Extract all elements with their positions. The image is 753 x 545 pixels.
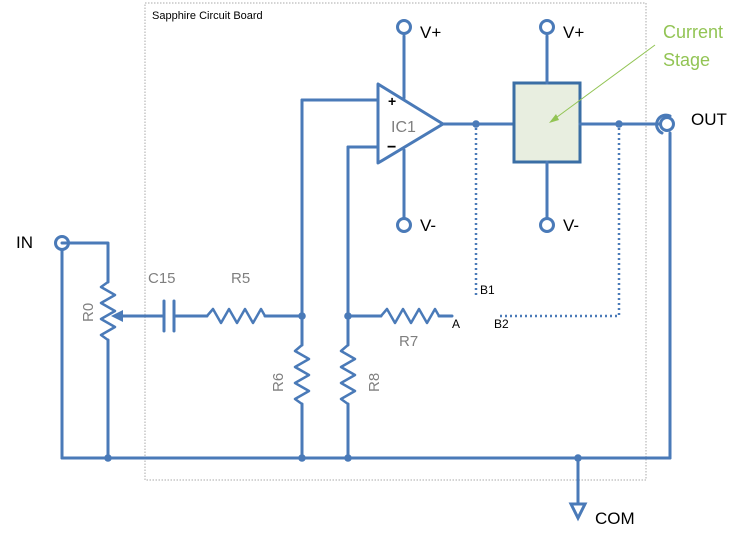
test-point-a-label: A: [452, 317, 460, 331]
stage-vplus-label: V+: [563, 23, 584, 42]
output-terminal: [659, 116, 675, 132]
opamp-label: IC1: [391, 119, 416, 136]
opamp-vplus-terminal: [396, 19, 412, 35]
r5-resistor: [205, 307, 267, 325]
ground-junction-r0: [104, 454, 112, 462]
r8-label: R8: [366, 373, 383, 392]
board-title: Sapphire Circuit Board: [152, 10, 263, 22]
opamp-plus-sign: +: [388, 93, 396, 109]
in-to-r0-wire: [60, 241, 110, 284]
r6-label: R6: [270, 373, 287, 392]
junction-r7-r8: [344, 312, 352, 320]
r6-resistor: [293, 343, 311, 406]
junction-b2: [615, 120, 623, 128]
output-label: OUT: [691, 110, 727, 129]
opamp-vplus-label: V+: [420, 23, 441, 42]
ground-junction-r8: [344, 454, 352, 462]
junction-b1: [472, 120, 480, 128]
r5-label: R5: [231, 270, 250, 287]
ground-junction-com: [574, 454, 582, 462]
stage-vplus-terminal: [539, 19, 555, 35]
opamp-vminus-label: V-: [420, 216, 436, 235]
input-label: IN: [16, 233, 33, 252]
junction-r5-r6: [298, 312, 306, 320]
r0-wiper-arrow: [111, 310, 123, 322]
ground-junction-r6: [298, 454, 306, 462]
r0-label: R0: [80, 303, 97, 322]
circuit-board-outline: [144, 2, 647, 481]
current-stage-block: [512, 81, 582, 164]
current-stage-label-line1: Current: [663, 22, 723, 42]
stage-vminus-terminal: [539, 217, 555, 233]
opamp-ic1: [376, 82, 445, 165]
opamp-vminus-terminal: [396, 217, 412, 233]
test-point-b2-label: B2: [494, 317, 509, 331]
com-ground-symbol: [568, 502, 588, 522]
output-terminal-arc: [655, 113, 672, 135]
current-stage-label-line2: Stage: [663, 50, 710, 70]
com-label: COM: [595, 509, 635, 528]
r7-resistor: [379, 307, 441, 325]
r0-resistor: [99, 280, 117, 342]
current-stage-pointer: [552, 44, 656, 121]
stage-vminus-label: V-: [563, 216, 579, 235]
c15-label: C15: [148, 270, 176, 287]
r8-resistor: [339, 343, 357, 406]
test-point-b1-label: B1: [480, 283, 495, 297]
current-stage-pointer-head: [549, 114, 559, 123]
r7-label: R7: [399, 333, 418, 350]
opamp-minus-sign: −: [387, 139, 396, 156]
